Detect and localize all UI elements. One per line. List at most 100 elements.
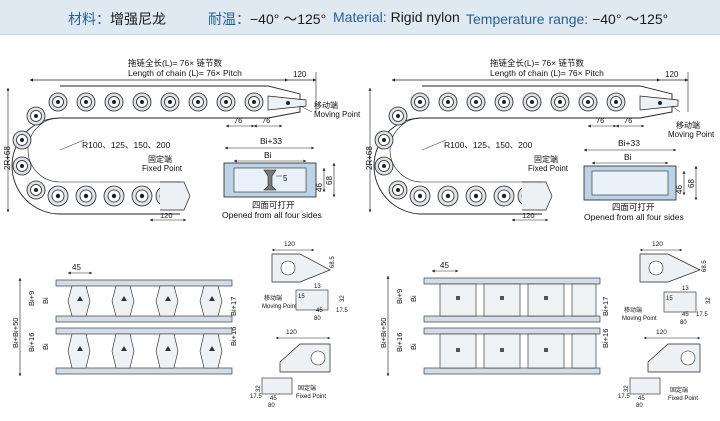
dim-120-top-right: 120 (665, 70, 679, 79)
bi-left-b: Bi (41, 343, 50, 350)
bi16-right: Bi+16 (395, 333, 404, 352)
dim-17-5-l2: 17.5 (250, 394, 262, 400)
dim-32-r: 32 (706, 297, 712, 304)
dim-46-right: 46 (675, 185, 684, 194)
spec-header: 材料：增强尼龙 耐温：−40° ～125° Material: Rigid ny… (0, 0, 720, 35)
dim-80-br2: 80 (636, 403, 643, 409)
dim-120-br: 120 (652, 241, 663, 248)
bi9-right: Bi+9 (395, 289, 404, 304)
chain-length-cn: 拖链全长(L)= 76× 链节数 (128, 58, 222, 68)
dim-13-r: 13 (682, 286, 689, 292)
bracket-detail-right: 120 68.5 移动端 Moving Point 13 15 32 17.5 … (618, 241, 712, 409)
fixed-point-cn-right: 固定端 (534, 154, 558, 164)
fixed-point-cn: 固定端 (148, 154, 172, 164)
temperature-cn: 耐温：−40° ～125° (208, 11, 327, 27)
dim-13-l: 13 (314, 284, 321, 290)
dim-76-a: 76 (234, 116, 242, 125)
dim-45-bl: 45 (316, 308, 323, 314)
dim-17-5-r: 17.5 (696, 312, 708, 318)
dim-32-r2: 32 (624, 385, 630, 392)
dim-45-br: 45 (682, 312, 689, 318)
height-2r-left: 2R+68 (3, 146, 12, 170)
moving-point-cn-right: 移动端 (676, 120, 700, 130)
chain-length-en-right: Length of chain (L)= 76× Pitch (490, 68, 604, 78)
dim-80-bl2: 80 (268, 403, 275, 409)
open-cn-left: 四面可打开 (252, 200, 295, 210)
dim-17-5-r2: 17.5 (618, 394, 630, 400)
dim-32-l2: 32 (256, 385, 262, 392)
dim-68-5-r: 68.5 (702, 260, 708, 272)
dim-76-c: 76 (596, 116, 604, 125)
bi-left-a: Bi (41, 297, 50, 304)
chain-length-en: Length of chain (L)= 76× Pitch (128, 68, 242, 78)
material-en: Material: Rigid nylon (333, 9, 460, 25)
bi-bi50-left: Bi+Bi+50 (11, 318, 20, 348)
open-cn-right: 四面可打开 (612, 202, 655, 212)
dim-45-right: 45 (440, 261, 449, 270)
bi-right-a: Bi (409, 295, 418, 302)
dim-45-bl2: 45 (270, 396, 277, 402)
dim-120-bl: 120 (284, 241, 295, 248)
chain-side-view-right: 拖链全长(L)= 76× 链节数 Length of chain (L)= 76… (365, 58, 715, 222)
dim-76-b: 76 (262, 116, 270, 125)
bi-bi50-right: Bi+Bi+50 (379, 318, 388, 348)
chain-side-view-left: 拖链全长(L)= 76× 链节数 Length of chain (L)= 76… (3, 58, 361, 222)
fixed-en-bl: Fixed Point (296, 394, 326, 400)
bi-right-b: Bi (409, 343, 418, 350)
dim-46-left: 46 (315, 183, 324, 192)
dim-80-br: 80 (680, 320, 687, 326)
bi33-right: Bi+33 (618, 138, 640, 148)
bi16-left: Bi+16 (27, 333, 36, 352)
dim-120-fixed-right: 120 (522, 211, 535, 220)
dim-76-d: 76 (624, 116, 632, 125)
bi17-right: Bi+17 (601, 297, 610, 316)
dim-17-5-l: 17.5 (336, 308, 348, 314)
fixed-cn-bl: 固定端 (298, 384, 316, 392)
material-cn: 材料：增强尼龙 (68, 11, 166, 27)
chain-top-view-left: 45 Bi+Bi+50 Bi+9 Bi Bi+16 Bi Bi+17 Bi+16 (11, 263, 238, 377)
open-en-left: Opened from all four sides (222, 210, 322, 220)
fixed-cn-br: 固定端 (670, 386, 688, 394)
dim-15-l: 15 (298, 294, 305, 300)
bi-left: Bi (264, 150, 272, 160)
dim-45-left: 45 (72, 263, 81, 272)
cross-section-left: Bi+33 Bi 5 46 68 四面可打开 Opened from all f… (222, 136, 336, 220)
technical-drawing: 拖链全长(L)= 76× 链节数 Length of chain (L)= 76… (3, 58, 715, 409)
bi33-left: Bi+33 (260, 136, 282, 146)
moving-en-br: Moving Point (622, 316, 657, 322)
dim-120-br2: 120 (656, 329, 667, 336)
dim-120-bl2: 120 (286, 329, 297, 336)
dim-68-5-l: 68.5 (330, 256, 336, 268)
moving-point-en-right: Moving Point (668, 130, 715, 139)
moving-en-bl: Moving Point (262, 304, 297, 310)
bi17-left: Bi+17 (229, 297, 238, 316)
dim-5-left: 5 (283, 174, 288, 183)
radius-left: R100、125、150、200 (82, 140, 171, 150)
fixed-point-en-right: Fixed Point (528, 164, 569, 173)
dim-68-right: 68 (687, 179, 696, 188)
chain-top-view-right: 45 Bi+Bi+50 Bi+9 Bi Bi+16 Bi Bi+17 Bi+16 (379, 261, 610, 377)
cross-section-right: Bi+33 Bi 46 68 四面可打开 Opened from all fou… (583, 138, 698, 222)
moving-point-en: Moving Point (314, 110, 361, 119)
dim-68-left: 68 (325, 176, 334, 185)
height-2r-right: 2R+68 (365, 146, 374, 170)
moving-cn-bl: 移动端 (264, 294, 282, 302)
dim-15-r: 15 (666, 296, 673, 302)
fixed-en-br: Fixed Point (668, 396, 698, 402)
bracket-detail-left: 120 68.5 移动端 Moving Point 13 15 32 17.5 … (250, 241, 348, 409)
radius-right: R100、125、150、200 (444, 140, 533, 150)
dim-32-l: 32 (340, 295, 346, 302)
bi-right: Bi (624, 152, 632, 162)
dim-80-bl: 80 (314, 316, 321, 322)
bi16-right-r: Bi+16 (601, 329, 610, 348)
moving-point-cn: 移动端 (314, 100, 338, 110)
dim-120-fixed: 120 (160, 211, 173, 220)
open-en-right: Opened from all four sides (584, 212, 684, 222)
bi9-left: Bi+9 (27, 291, 36, 306)
chain-length-cn-right: 拖链全长(L)= 76× 链节数 (490, 58, 584, 68)
temperature-en: Temperature range: −40° ～125° (466, 11, 669, 27)
dim-120-top: 120 (293, 70, 307, 79)
bi16-left-r: Bi+16 (229, 327, 238, 346)
dim-45-br2: 45 (638, 396, 645, 402)
moving-cn-br: 移动端 (624, 306, 642, 314)
